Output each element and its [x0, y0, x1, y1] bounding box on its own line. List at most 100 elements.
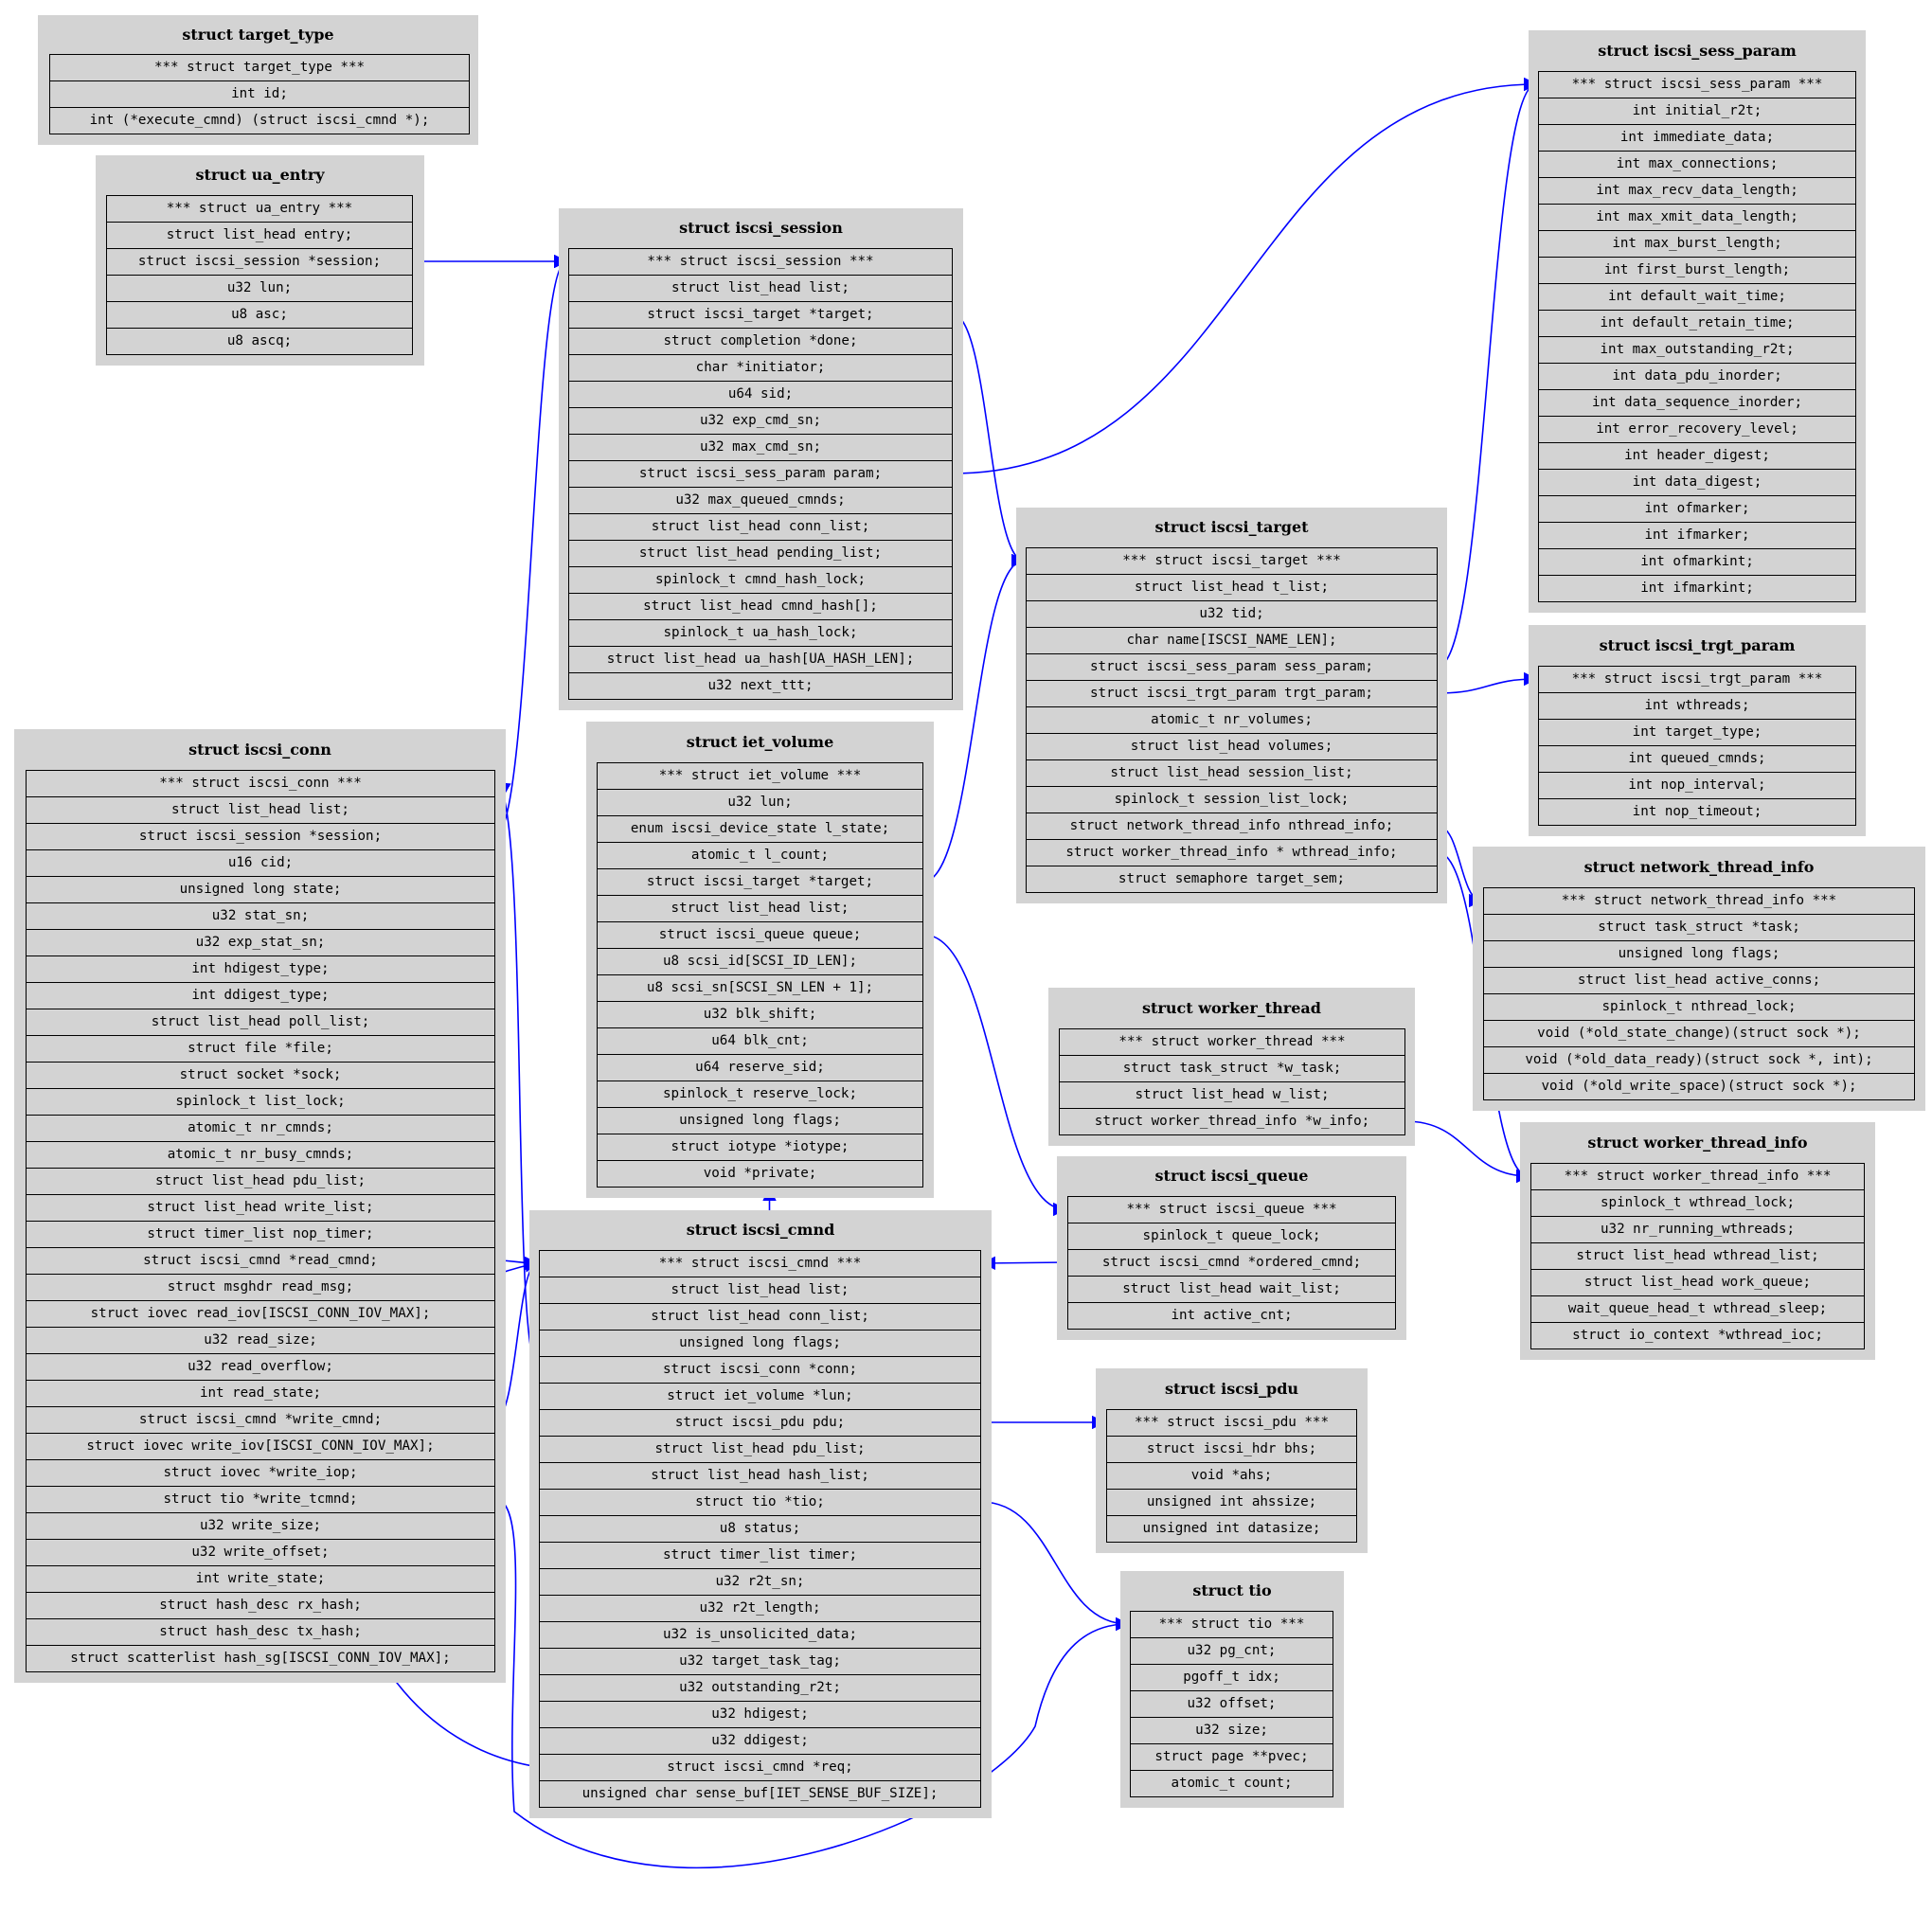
struct-field-row: struct timer_list nop_timer;: [27, 1222, 494, 1248]
struct-field-row: struct list_head w_list;: [1060, 1082, 1404, 1109]
struct-title: struct target_type: [182, 26, 334, 44]
struct-field-row: int ddigest_type;: [27, 983, 494, 1009]
struct-header-row: *** struct ua_entry ***: [107, 196, 412, 223]
struct-field-row: char *initiator;: [569, 355, 952, 382]
struct-field-row: u32 exp_cmd_sn;: [569, 408, 952, 435]
struct-field-row: struct iovec write_iov[ISCSI_CONN_IOV_MA…: [27, 1434, 494, 1460]
struct-field-row: struct tio *write_tcmnd;: [27, 1487, 494, 1513]
struct-field-row: struct worker_thread_info *w_info;: [1094, 1114, 1370, 1129]
struct-field-row: struct list_head list;: [569, 276, 952, 302]
struct-field-row: unsigned long flags;: [540, 1331, 980, 1357]
struct-header-row: *** struct iet_volume ***: [598, 763, 922, 790]
struct-field-row: unsigned long state;: [27, 877, 494, 903]
struct-field-row: u32 offset;: [1131, 1691, 1333, 1718]
struct-field-row: int immediate_data;: [1539, 125, 1855, 152]
struct-field-row: u32 pg_cnt;: [1131, 1638, 1333, 1665]
struct-header-row: *** struct iscsi_sess_param ***: [1539, 72, 1855, 98]
struct-field-row: int initial_r2t;: [1539, 98, 1855, 125]
struct-field-row: int header_digest;: [1539, 443, 1855, 470]
struct-field-row: u32 exp_stat_sn;: [27, 930, 494, 956]
struct-field-row: u8 ascq;: [226, 333, 293, 348]
struct-title: struct iscsi_session: [679, 219, 843, 237]
struct-title: struct iet_volume: [686, 733, 834, 751]
struct-field-row: struct iscsi_queue queue;: [598, 922, 922, 949]
struct-record-iscsi-pdu: *** struct iscsi_pdu ***struct iscsi_hdr…: [1106, 1409, 1357, 1543]
struct-field-row: unsigned long flags;: [598, 1108, 922, 1134]
struct-field-row: struct task_struct *task;: [1484, 915, 1914, 941]
struct-field-row: struct iotype *iotype;: [598, 1134, 922, 1161]
struct-header-row: *** struct worker_thread_info ***: [1531, 1164, 1864, 1190]
struct-field-row: struct completion *done;: [569, 329, 952, 355]
struct-field-row: int default_wait_time;: [1539, 284, 1855, 311]
struct-field-row: atomic_t count;: [1171, 1776, 1293, 1791]
struct-field-row: int nop_interval;: [1539, 773, 1855, 799]
struct-field-row: struct iscsi_cmnd *write_cmnd;: [27, 1407, 494, 1434]
struct-field-row: struct iscsi_pdu pdu;: [540, 1410, 980, 1437]
struct-field-row: void (*old_write_space)(struct sock *);: [1541, 1079, 1857, 1094]
struct-field-row: void *private;: [703, 1166, 817, 1181]
struct-field-row: wait_queue_head_t wthread_sleep;: [1531, 1296, 1864, 1323]
struct-field-row: struct network_thread_info nthread_info;: [1027, 813, 1437, 840]
struct-title: struct iscsi_conn: [188, 741, 331, 759]
struct-field-row: u32 outstanding_r2t;: [540, 1675, 980, 1702]
struct-field-row: u32 r2t_length;: [540, 1596, 980, 1622]
struct-record-iscsi-cmnd: *** struct iscsi_cmnd ***struct list_hea…: [539, 1250, 981, 1808]
struct-field-row: pgoff_t idx;: [1131, 1665, 1333, 1691]
struct-field-row: int ofmarker;: [1539, 496, 1855, 523]
struct-field-row: int ofmarkint;: [1539, 549, 1855, 576]
struct-field-row: int queued_cmnds;: [1539, 746, 1855, 773]
struct-field-row: struct list_head entry;: [107, 223, 412, 249]
struct-field-row: spinlock_t list_lock;: [27, 1089, 494, 1116]
struct-header-row: *** struct iscsi_conn ***: [27, 771, 494, 797]
struct-field-row: int data_sequence_inorder;: [1539, 390, 1855, 417]
struct-field-row: u32 read_overflow;: [27, 1354, 494, 1381]
struct-field-row: u32 target_task_tag;: [540, 1649, 980, 1675]
struct-field-row: struct iscsi_cmnd *ordered_cmnd;: [1068, 1250, 1395, 1277]
struct-field-row: struct scatterlist hash_sg[ISCSI_CONN_IO…: [70, 1651, 451, 1666]
struct-field-row: unsigned int datasize;: [1142, 1521, 1321, 1536]
struct-field-row: u64 blk_cnt;: [598, 1028, 922, 1055]
struct-header-row: *** struct iscsi_trgt_param ***: [1539, 667, 1855, 693]
struct-record-worker-thread-info: *** struct worker_thread_info ***spinloc…: [1530, 1163, 1865, 1349]
struct-field-row: int (*execute_cmnd) (struct iscsi_cmnd *…: [89, 113, 430, 128]
struct-field-row: struct page **pvec;: [1131, 1744, 1333, 1771]
struct-field-row: struct iscsi_conn *conn;: [540, 1357, 980, 1384]
struct-field-row: u32 size;: [1131, 1718, 1333, 1744]
struct-field-row: atomic_t nr_volumes;: [1027, 707, 1437, 734]
struct-field-row: spinlock_t nthread_lock;: [1484, 994, 1914, 1021]
struct-field-row: void *ahs;: [1107, 1463, 1356, 1490]
struct-field-row: struct list_head poll_list;: [27, 1009, 494, 1036]
struct-record-network-thread-info: *** struct network_thread_info ***struct…: [1483, 887, 1915, 1100]
edge-worker-thread-to-worker-thread-info: [1404, 1120, 1530, 1184]
struct-field-row: struct list_head pending_list;: [569, 541, 952, 567]
edge-iscsi-session-to-iscsi-target: [952, 313, 1026, 568]
struct-field-row: spinlock_t queue_lock;: [1068, 1223, 1395, 1250]
struct-field-row: u64 reserve_sid;: [598, 1055, 922, 1081]
struct-field-row: u32 lun;: [107, 276, 412, 302]
struct-field-row: struct iscsi_session *session;: [107, 249, 412, 276]
struct-title: struct worker_thread_info: [1587, 1134, 1808, 1152]
struct-field-row: struct iscsi_cmnd *read_cmnd;: [27, 1248, 494, 1275]
struct-field-row: struct iscsi_session *session;: [27, 824, 494, 850]
struct-record-iscsi-sess-param: *** struct iscsi_sess_param ***int initi…: [1538, 71, 1856, 602]
struct-field-row: u32 blk_shift;: [598, 1002, 922, 1028]
struct-field-row: struct list_head conn_list;: [569, 514, 952, 541]
struct-record-worker-thread: *** struct worker_thread ***struct task_…: [1059, 1028, 1405, 1135]
struct-header-row: *** struct iscsi_queue ***: [1068, 1197, 1395, 1223]
struct-field-row: struct semaphore target_sem;: [1118, 871, 1346, 886]
edge-iscsi-conn-to-iscsi-session: [494, 255, 568, 837]
struct-field-row: struct io_context *wthread_ioc;: [1572, 1328, 1823, 1343]
edge-iet-volume-to-iscsi-queue: [922, 934, 1067, 1217]
struct-field-row: int target_type;: [1539, 720, 1855, 746]
struct-field-row: struct socket *sock;: [27, 1063, 494, 1089]
struct-field-row: struct list_head pdu_list;: [27, 1169, 494, 1195]
struct-field-row: int data_pdu_inorder;: [1539, 364, 1855, 390]
struct-field-row: u32 r2t_sn;: [540, 1569, 980, 1596]
struct-title: struct iscsi_sess_param: [1598, 42, 1797, 60]
struct-title: struct iscsi_target: [1154, 518, 1309, 536]
struct-field-row: struct list_head write_list;: [27, 1195, 494, 1222]
struct-field-row: u32 nr_running_wthreads;: [1531, 1217, 1864, 1243]
struct-field-row: struct list_head pdu_list;: [540, 1437, 980, 1463]
struct-record-iscsi-trgt-param: *** struct iscsi_trgt_param ***int wthre…: [1538, 666, 1856, 826]
